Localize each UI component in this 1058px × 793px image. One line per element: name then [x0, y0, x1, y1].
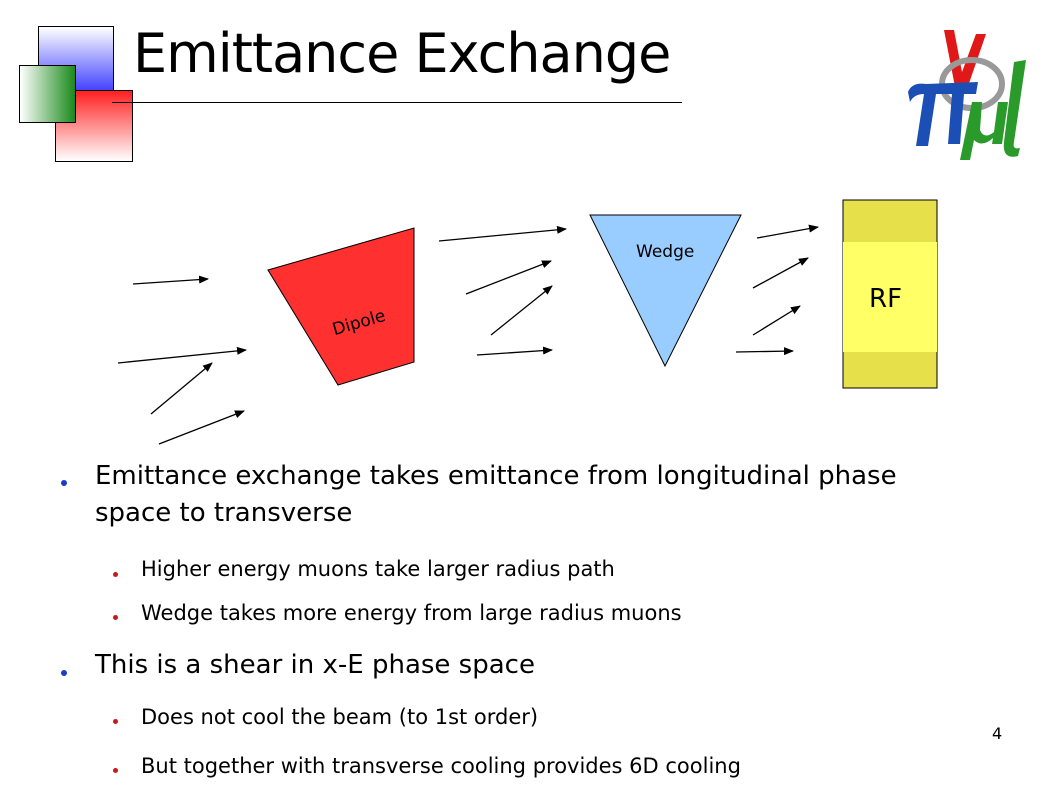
incoming-arrow	[158, 410, 245, 445]
rf-label: RF	[869, 284, 902, 314]
rf-inner-box	[843, 242, 937, 352]
middle-arrow	[438, 225, 567, 242]
dipole-shape	[267, 227, 415, 386]
exit-arrow	[752, 305, 801, 336]
middle-arrow	[490, 285, 553, 336]
incoming-arrow	[150, 362, 213, 415]
logo-l-shape	[1003, 60, 1026, 157]
dipole-magnet: Dipole	[267, 227, 415, 386]
sub-bullet-text: But together with transverse cooling pro…	[141, 754, 741, 778]
incoming-arrow	[117, 346, 247, 364]
sub-bullet-marker	[113, 572, 118, 577]
bullet-marker	[61, 670, 67, 676]
decorative-green-square-icon	[19, 65, 76, 123]
exit-arrow	[756, 224, 819, 239]
logo-nu-shape	[944, 30, 986, 92]
title-underline	[112, 102, 682, 103]
exit-arrow	[735, 347, 794, 356]
wedge-absorber: Wedge	[589, 214, 742, 368]
exit-arrow	[752, 257, 809, 289]
wedge-label: Wedge	[636, 242, 694, 262]
incoming-arrow	[132, 275, 209, 285]
sub-bullet-marker	[113, 615, 118, 620]
sub-bullet-text: Does not cool the beam (to 1st order)	[141, 705, 539, 729]
wedge-shape	[589, 214, 742, 368]
sub-bullet-marker	[113, 768, 118, 773]
bullet-text: Emittance exchange takes emittance from …	[95, 461, 897, 491]
mucool-logo-icon	[908, 30, 1026, 160]
logo-mu-shape	[960, 102, 1008, 160]
sub-bullet-text: Higher energy muons take larger radius p…	[141, 557, 615, 581]
bullet-marker	[61, 480, 67, 486]
sub-bullet-text: Wedge takes more energy from large radiu…	[141, 601, 682, 625]
middle-arrow	[476, 346, 553, 356]
page-number: 4	[992, 724, 1003, 743]
rf-cavity: RF	[842, 199, 938, 389]
bullet-text: This is a shear in x-E phase space	[95, 650, 535, 680]
sub-bullet-marker	[113, 719, 118, 724]
slide-title: Emittance Exchange	[133, 22, 671, 85]
bullet-text-continuation: space to transverse	[95, 498, 353, 528]
middle-arrow	[465, 260, 552, 295]
logo-pi-shape	[908, 82, 978, 146]
